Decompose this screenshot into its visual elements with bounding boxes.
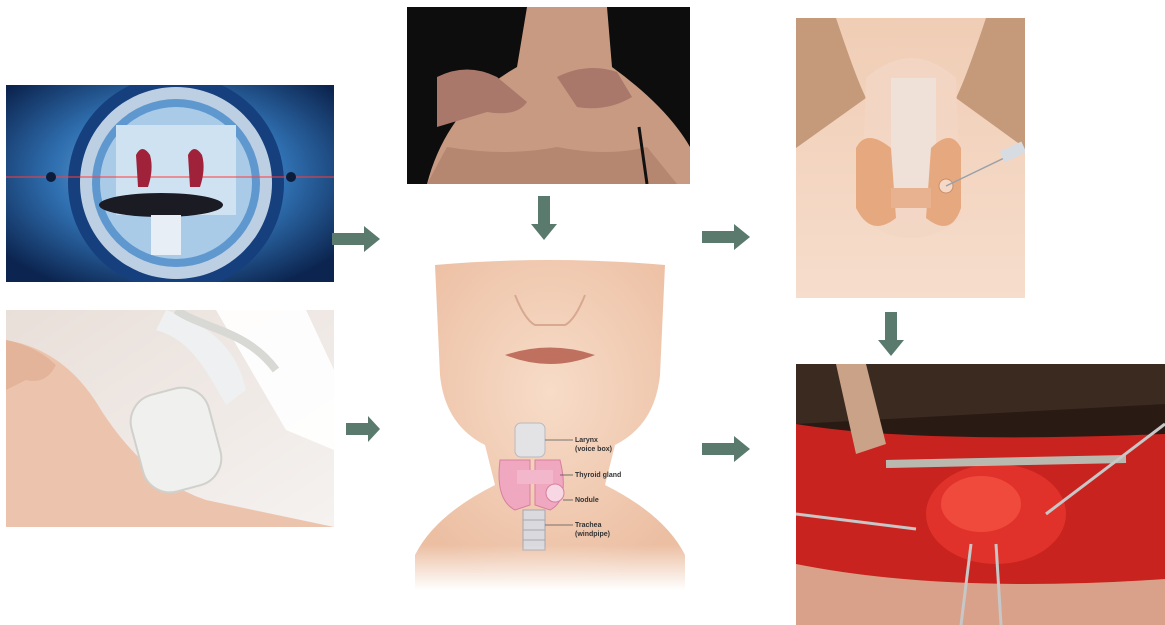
fine-needle-aspiration-image [796, 18, 1025, 298]
thyroid-anatomy-diagram: Larynx (voice box) Thyroid gland Nodule … [405, 255, 695, 590]
neck-palpation-image [407, 7, 690, 184]
label-nodule: Nodule [575, 497, 599, 504]
label-trachea: Trachea [575, 522, 602, 529]
label-thyroid-gland: Thyroid gland [575, 472, 621, 479]
arrow-down-icon [878, 312, 904, 356]
thyroid-surgery-image [796, 364, 1165, 625]
ultrasound-image [6, 310, 334, 527]
arrow-right-icon [332, 226, 380, 252]
label-trachea-sub: (windpipe) [575, 531, 610, 538]
label-larynx-sub: (voice box) [575, 446, 612, 453]
arrow-right-icon [702, 224, 750, 250]
arrow-right-icon [702, 436, 750, 462]
arrow-down-icon [531, 196, 557, 240]
ct-scan-image [6, 85, 334, 282]
label-larynx: Larynx [575, 437, 598, 444]
arrow-right-icon [346, 416, 380, 442]
